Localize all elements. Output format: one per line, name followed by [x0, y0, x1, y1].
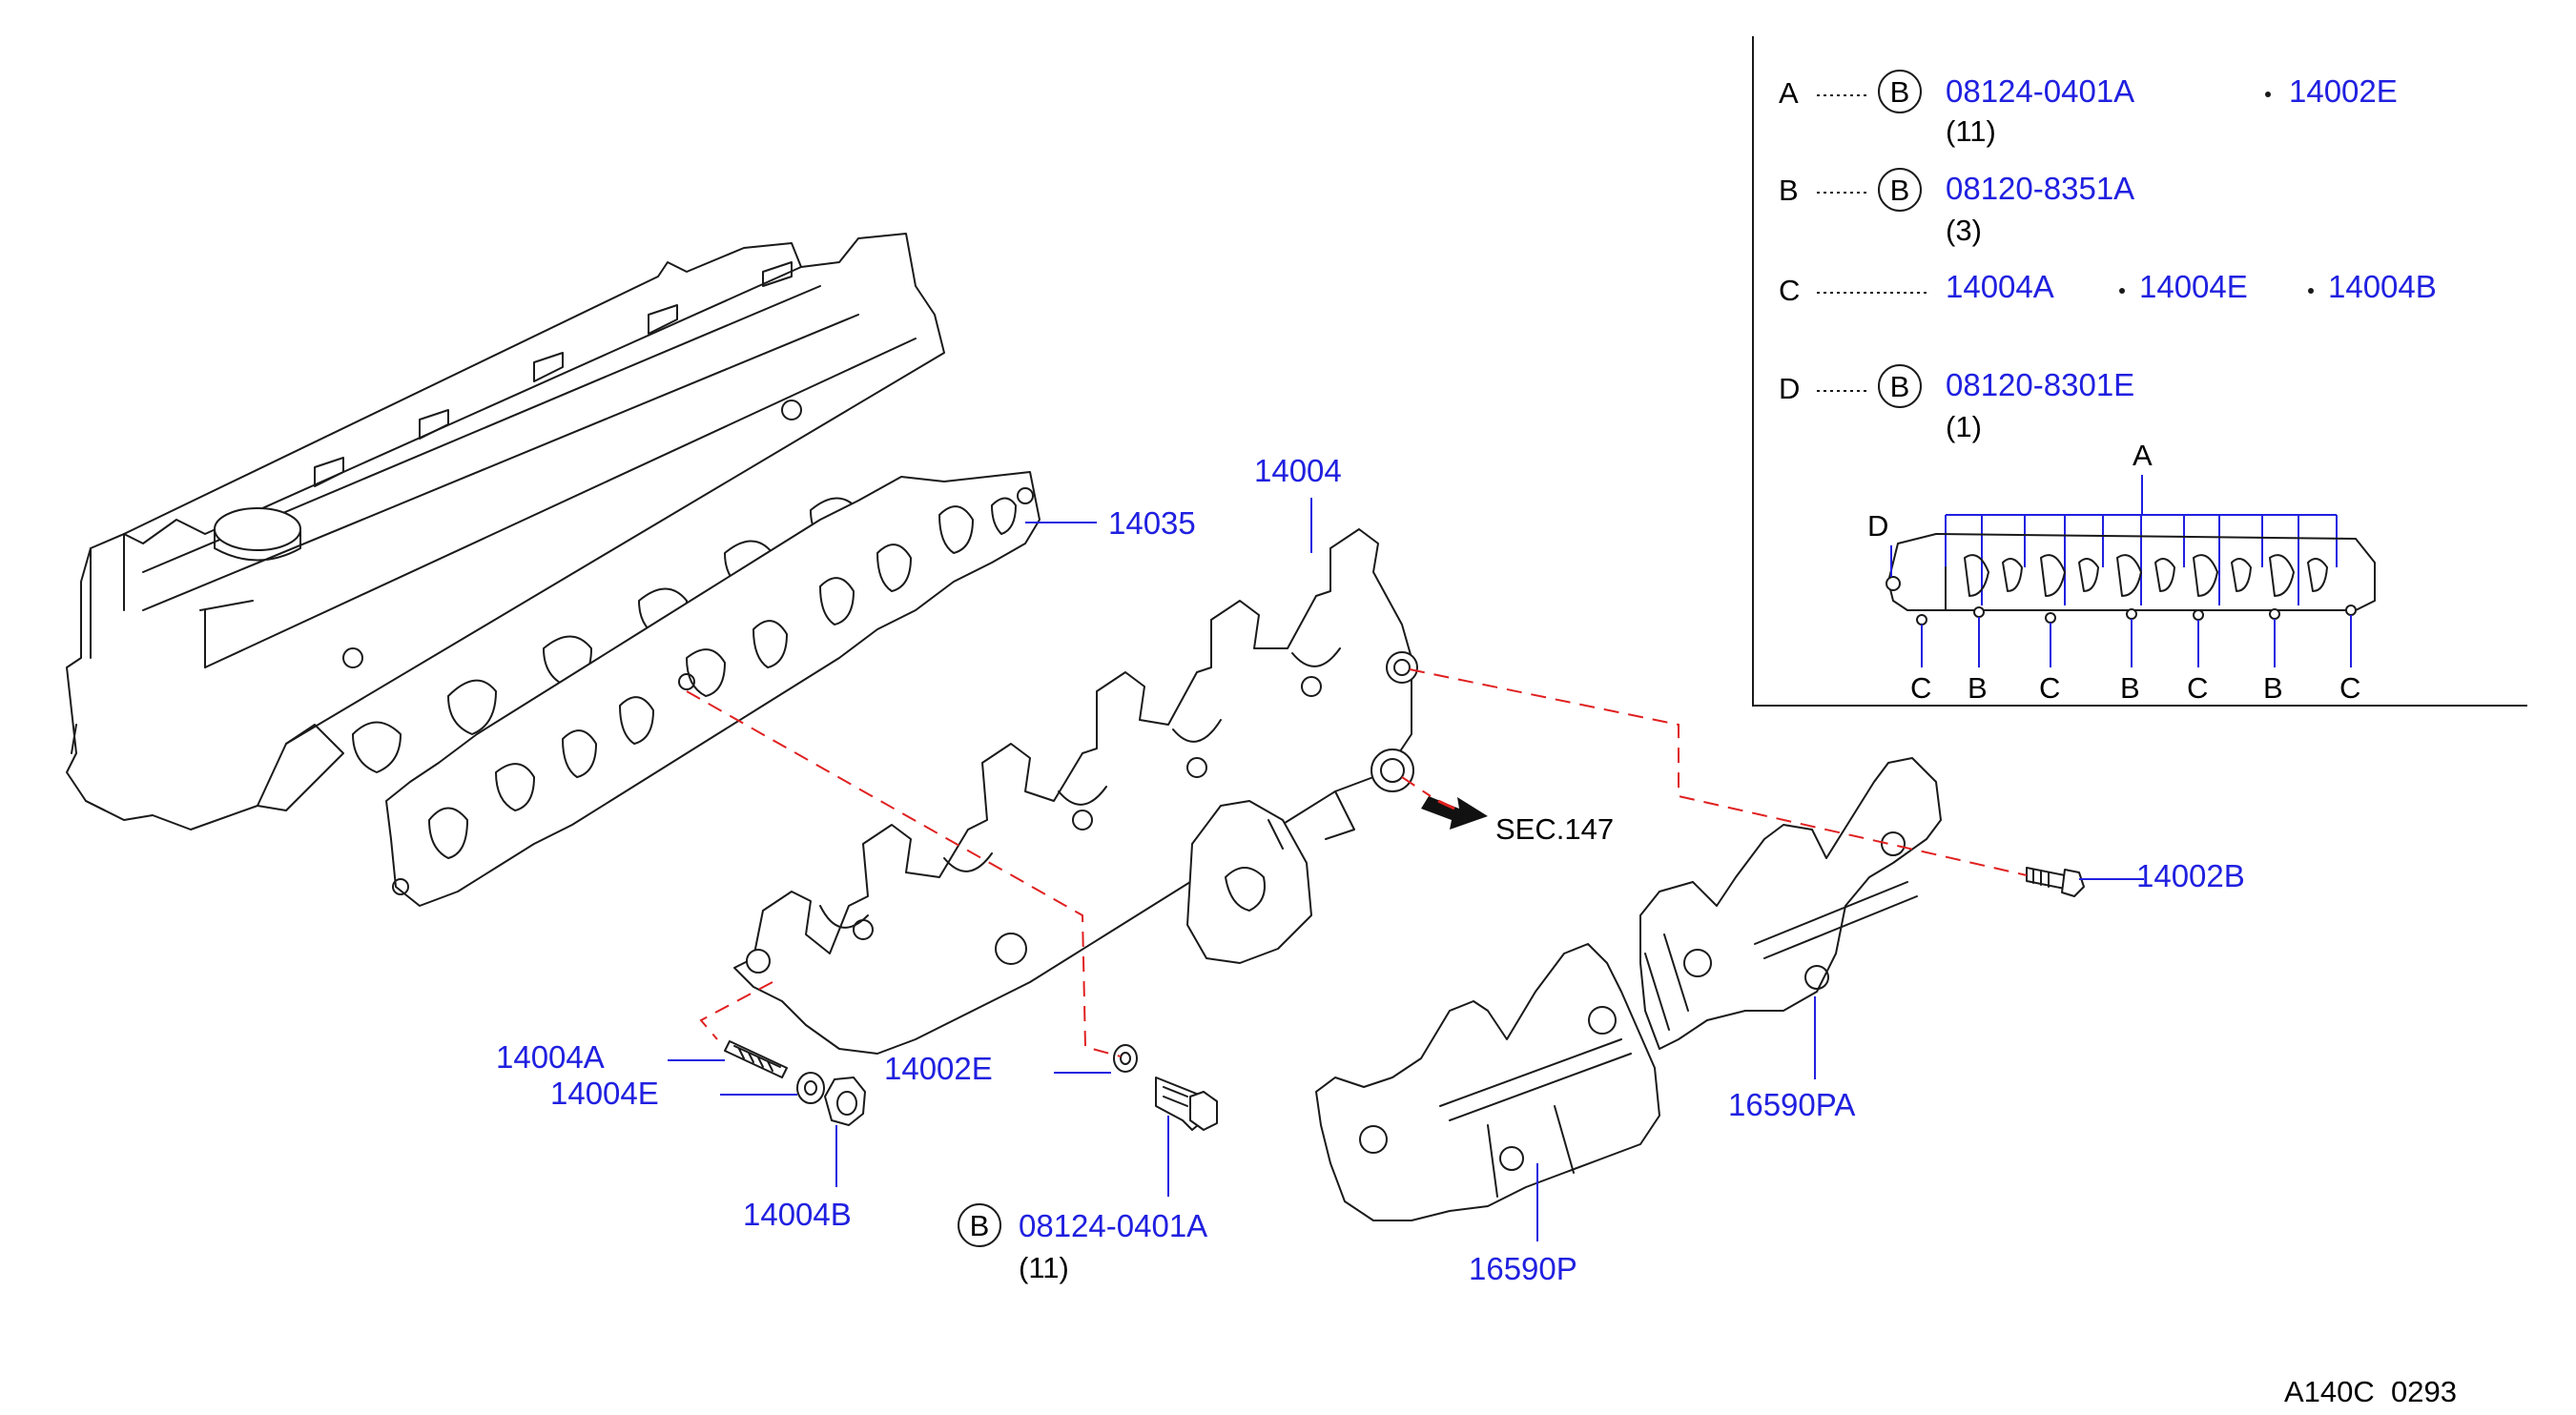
fastener-legend: A B 08124-0401A (11) 14002E B B 08120-83… [1752, 36, 2527, 707]
bolt-quantity: (11) [1019, 1251, 1069, 1284]
legend-part-c2: 14004E [2139, 269, 2248, 304]
legend-letter-c: C [1779, 274, 1800, 307]
legend-letter-d: D [1779, 372, 1800, 405]
bolt-symbol-letter: B [970, 1209, 990, 1242]
legend-mini-diagram: A D C B C B C B C [1867, 439, 2376, 705]
diagram-code: A140C 0293 [2284, 1375, 2457, 1408]
legend-qty-d: (1) [1946, 410, 1982, 443]
legend-symbol-a: B [1890, 75, 1910, 109]
mini-bottom-label-5: C [2187, 671, 2208, 705]
mini-bottom-label-3: C [2039, 671, 2060, 705]
callout-sec147: SEC.147 [1495, 812, 1614, 846]
mini-bottom-label-7: C [2339, 671, 2360, 705]
section-reference-arrow [1421, 796, 1488, 830]
mini-label-d: D [1867, 509, 1888, 543]
legend-symbol-d: B [1890, 370, 1910, 403]
legend-qty-b: (3) [1946, 214, 1982, 247]
legend-part-c1: 14004A [1946, 269, 2054, 304]
legend-symbol-b: B [1890, 174, 1910, 207]
callout-14002b: 14002B [2136, 858, 2245, 893]
callout-14004e: 14004E [550, 1076, 659, 1111]
bolt-symbol-circle [958, 1203, 1001, 1247]
mini-bottom-label-1: C [1910, 671, 1931, 705]
legend-qty-a: (11) [1946, 114, 1996, 148]
legend-part-a: 08124-0401A [1946, 73, 2134, 109]
mini-bottom-label-6: B [2263, 671, 2283, 705]
exhaust-manifold-illustration [733, 528, 1418, 1055]
legend-letter-b: B [1779, 174, 1799, 207]
cylinder-head-illustration [66, 233, 945, 831]
mini-label-top-a: A [2133, 439, 2153, 472]
callout-14004b: 14004B [743, 1197, 852, 1232]
legend-letter-a: A [1779, 76, 1799, 110]
mini-bottom-label-4: B [2120, 671, 2140, 705]
callout-leader-lines [668, 498, 2144, 1241]
bolt-part-number: 08124-0401A [1019, 1208, 1207, 1243]
mini-bottom-label-2: B [1968, 671, 1988, 705]
callout-16590p: 16590P [1469, 1251, 1577, 1286]
fastener-hardware [724, 867, 2085, 1131]
assembly-reference-lines [686, 668, 2028, 1057]
legend-part-c3: 14004B [2328, 269, 2437, 304]
callout-16590pa: 16590PA [1728, 1087, 1855, 1122]
legend-frame [1752, 36, 2527, 707]
callout-14004a: 14004A [496, 1039, 605, 1075]
manifold-gasket-illustration [385, 471, 1041, 907]
bolt-callout: B 08124-0401A (11) [958, 1203, 1207, 1284]
legend-extra-a: 14002E [2289, 73, 2398, 109]
callout-14002e: 14002E [884, 1051, 993, 1086]
legend-part-d: 08120-8301E [1946, 367, 2134, 402]
heat-shield-illustration [1315, 757, 1942, 1221]
legend-part-b: 08120-8351A [1946, 171, 2134, 206]
callout-14004: 14004 [1254, 453, 1342, 488]
callout-14035: 14035 [1108, 505, 1196, 541]
